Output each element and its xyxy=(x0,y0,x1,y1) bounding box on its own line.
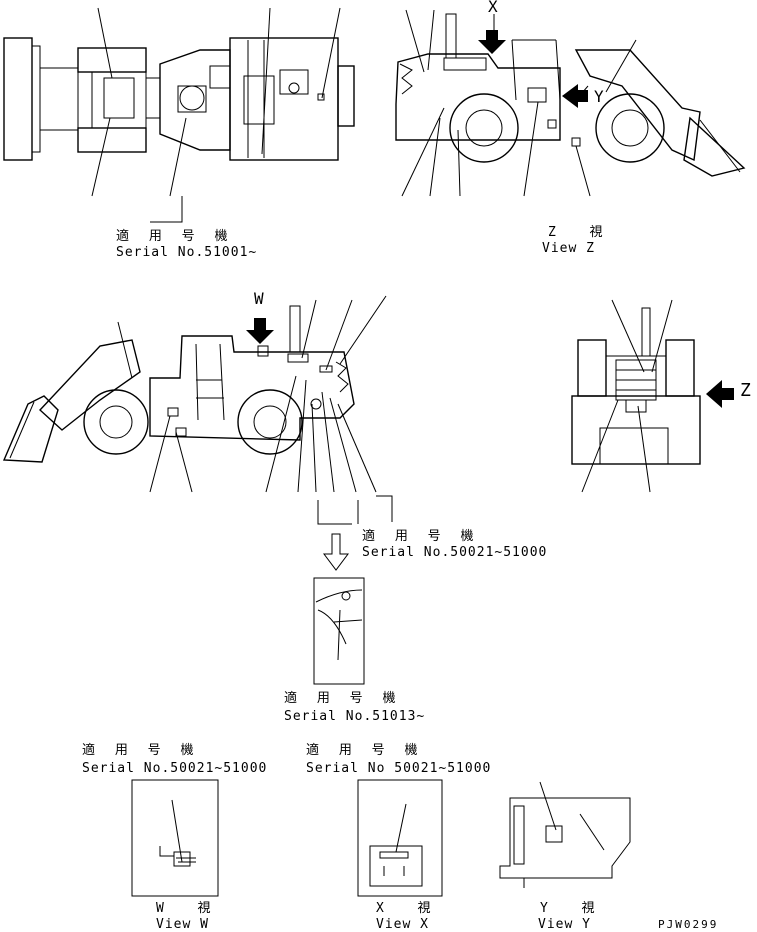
view-y-detail-drawing xyxy=(499,781,631,888)
view-w-caption: View W xyxy=(156,917,209,932)
view-y-jp: Y 視 xyxy=(540,901,601,916)
drawing-number: PJW0299 xyxy=(658,918,719,931)
rear-view-drawing xyxy=(571,299,734,493)
top-view-drawing xyxy=(3,7,355,223)
view-z-caption: View Z xyxy=(542,241,595,256)
serial-top-jp: 適 用 号 機 xyxy=(116,229,234,244)
serial-x: Serial No 50021~51000 xyxy=(306,761,492,776)
serial-x-jp: 適 用 号 機 xyxy=(306,743,424,758)
view-w-detail-drawing xyxy=(131,779,219,897)
arrow-x-letter: X xyxy=(488,0,499,16)
serial-detail-jp: 適 用 号 機 xyxy=(284,691,402,706)
arrow-w-letter: W xyxy=(254,289,265,308)
view-y-caption: View Y xyxy=(538,917,591,932)
view-z-jp: Z 視 xyxy=(548,225,609,240)
side-view-w-drawing xyxy=(2,295,393,571)
serial-detail: Serial No.51013~ xyxy=(284,709,426,724)
side-view-z-drawing xyxy=(395,9,746,197)
serial-w-jp: 適 用 号 機 xyxy=(82,743,200,758)
view-w-jp: W 視 xyxy=(156,901,217,916)
arrow-y-letter: Y xyxy=(594,87,605,106)
view-x-caption: View X xyxy=(376,917,429,932)
detail-51013-drawing xyxy=(313,577,365,685)
view-x-jp: X 視 xyxy=(376,901,437,916)
serial-top: Serial No.51001~ xyxy=(116,245,258,260)
arrow-z-letter: Z xyxy=(740,380,752,401)
serial-mid-jp: 適 用 号 機 xyxy=(362,529,480,544)
view-x-detail-drawing xyxy=(357,779,443,897)
serial-mid: Serial No.50021~51000 xyxy=(362,545,548,560)
serial-w: Serial No.50021~51000 xyxy=(82,761,268,776)
